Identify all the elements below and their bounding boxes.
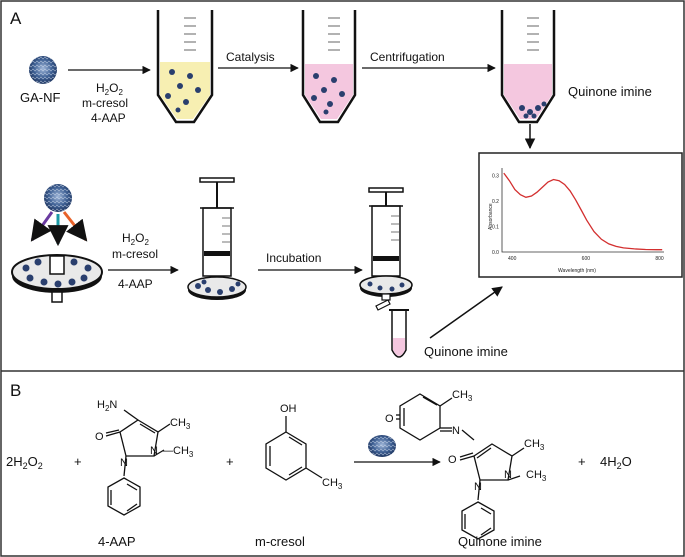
tube-yellow	[156, 10, 214, 124]
spectrum-ytick-label: 0.1	[492, 225, 499, 231]
spectrum-xlabel: Wavelength (nm)	[558, 268, 596, 274]
cresol-ch3: CH3	[322, 477, 343, 491]
tube-pink	[301, 10, 357, 124]
plus-sign-2: +	[226, 454, 234, 469]
quinone-o-left: O	[385, 413, 394, 425]
reagent-mcresol-top: m-cresol	[82, 96, 128, 110]
reagent-h2o2-bottom: H2O2	[122, 231, 149, 247]
panel-b-label: B	[10, 381, 21, 400]
ga-nf-nanoflower-icon	[29, 56, 57, 84]
arrow-purple	[30, 211, 54, 242]
spectrum-chart: 400 600 800 0.0 0.1 0.2 0.3 Absorbance Wavelen…	[478, 152, 683, 278]
spectrum-ytick-label: 0.0	[492, 250, 499, 256]
quinone-imine-top-label: Quinone imine	[568, 84, 652, 99]
structure-quinone-imine	[396, 393, 525, 540]
spectrum-xtick-label: 800	[655, 256, 664, 262]
aap-n2: N	[150, 445, 158, 457]
aap-h2n: H2N	[97, 399, 117, 413]
collection-tube	[375, 299, 409, 358]
tube-centrifuged	[500, 10, 556, 124]
structure-m-cresol	[265, 416, 323, 481]
arrow-orange	[62, 211, 88, 242]
centrifugation-label: Centrifugation	[370, 50, 445, 64]
quinone-n-link: N	[452, 425, 460, 437]
incubation-label: Incubation	[266, 251, 321, 265]
aap-n1: N	[120, 457, 128, 469]
quinone-n2: N	[504, 469, 512, 481]
reagent-aap-top: 4-AAP	[91, 111, 126, 125]
syringe-1	[187, 177, 247, 300]
reagent-mcresol-bottom: m-cresol	[112, 247, 158, 261]
cresol-oh: OH	[280, 403, 297, 415]
catalysis-label: Catalysis	[226, 50, 275, 64]
spectrum-series-line	[503, 172, 663, 251]
spectrum-xtick-label: 600	[582, 256, 591, 262]
nanoflower-catalyst-icon	[368, 435, 396, 457]
aap-ch3-n: —CH3	[162, 445, 194, 459]
structure-4-aap	[105, 409, 171, 516]
spectrum-frame	[478, 152, 683, 278]
quinone-ch3-n: CH3	[526, 469, 547, 483]
ga-nf-label: GA-NF	[20, 90, 61, 105]
quinone-ch3-ring: CH3	[524, 438, 545, 452]
spectrum-ylabel: Absorbance	[488, 203, 494, 230]
spectrum-ytick-label: 0.2	[492, 199, 499, 205]
filter-disc	[11, 254, 103, 303]
plus-sign-1: +	[74, 454, 82, 469]
spectrum-axes	[501, 168, 664, 253]
arrow-to-spectrum-lower	[429, 286, 503, 339]
quinone-n1: N	[474, 481, 482, 493]
product-water: 4H2O	[600, 454, 632, 471]
plus-sign-3: +	[578, 454, 586, 469]
spectrum-ytick-label: 0.3	[492, 174, 499, 180]
ga-nf-nanoflower-lower-icon	[44, 184, 72, 212]
cresol-name: m-cresol	[255, 534, 305, 549]
spectrum-xtick-label: 400	[508, 256, 517, 262]
syringe-2	[359, 187, 413, 301]
reactant-h2o2: 2H2O2	[6, 454, 43, 471]
panel-a-label: A	[10, 9, 22, 28]
quinone-imine-bottom-label: Quinone imine	[424, 344, 508, 359]
quinone-name: Quinone imine	[458, 534, 542, 549]
aap-o: O	[95, 431, 104, 443]
reagent-h2o2-top: H2O2	[96, 81, 123, 97]
quinone-ch3-top: CH3	[452, 389, 473, 403]
panel-b: B 2H2O2 + H2N CH3 O N N —CH3 4-AAP +	[6, 381, 632, 549]
reagent-aap-bottom: 4-AAP	[118, 277, 153, 291]
spectrum-plot-area: 400 600 800 0.0 0.1 0.2 0.3	[492, 168, 664, 262]
panel-a: A GA-NF H2O2 m-cresol 4-AAP Catalysis	[10, 9, 683, 359]
aap-ch3-top: CH3	[170, 417, 191, 431]
quinone-o: O	[448, 454, 457, 466]
aap-name: 4-AAP	[98, 534, 136, 549]
